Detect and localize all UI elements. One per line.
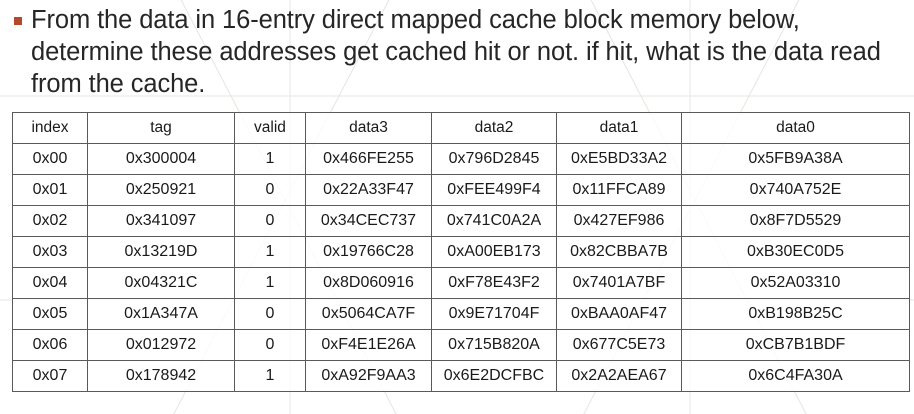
cell-data1: 0x7401A7BF [556, 267, 682, 299]
cell-data1: 0x82CBBA7B [556, 236, 682, 268]
cell-data0: 0xCB7B1BDF [681, 329, 910, 361]
table-row: 0x02 0x341097 0 0x34CEC737 0x741C0A2A 0x… [12, 205, 910, 237]
cell-valid: 0 [234, 174, 306, 206]
cell-data3: 0x34CEC737 [305, 205, 432, 237]
table-row: 0x01 0x250921 0 0x22A33F47 0xFEE499F4 0x… [12, 174, 910, 206]
cell-data1: 0xE5BD33A2 [556, 143, 682, 175]
table-header: index tag valid data3 data2 data1 data0 [12, 112, 910, 144]
table-row: 0x07 0x178942 1 0xA92F9AA3 0x6E2DCFBC 0x… [12, 360, 910, 392]
table-row: 0x05 0x1A347A 0 0x5064CA7F 0x9E71704F 0x… [12, 298, 910, 330]
cell-index: 0x05 [12, 298, 88, 330]
cell-data1: 0x427EF986 [556, 205, 682, 237]
cell-data0: 0x8F7D5529 [681, 205, 910, 237]
table-body: 0x00 0x300004 1 0x466FE255 0x796D2845 0x… [12, 143, 910, 392]
table-row: 0x00 0x300004 1 0x466FE255 0x796D2845 0x… [12, 143, 910, 175]
cell-data2: 0xFEE499F4 [431, 174, 557, 206]
cell-valid: 0 [234, 205, 306, 237]
cell-tag: 0x012972 [87, 329, 235, 361]
cell-data3: 0x22A33F47 [305, 174, 432, 206]
cell-index: 0x01 [12, 174, 88, 206]
cell-data2: 0x715B820A [431, 329, 557, 361]
cell-data0: 0x6C4FA30A [681, 360, 910, 392]
cell-data1: 0x11FFCA89 [556, 174, 682, 206]
cell-data3: 0x19766C28 [305, 236, 432, 268]
cell-index: 0x02 [12, 205, 88, 237]
cell-data0: 0x5FB9A38A [681, 143, 910, 175]
cell-tag: 0x04321C [87, 267, 235, 299]
cell-valid: 0 [234, 298, 306, 330]
cell-data2: 0x9E71704F [431, 298, 557, 330]
cell-tag: 0x1A347A [87, 298, 235, 330]
cell-data2: 0x6E2DCFBC [431, 360, 557, 392]
table-row: 0x04 0x04321C 1 0x8D060916 0xF78E43F2 0x… [12, 267, 910, 299]
cell-tag: 0x341097 [87, 205, 235, 237]
cache-block-memory-table: index tag valid data3 data2 data1 data0 … [12, 112, 910, 392]
cell-tag: 0x13219D [87, 236, 235, 268]
cell-data2: 0xF78E43F2 [431, 267, 557, 299]
cell-data3: 0x8D060916 [305, 267, 432, 299]
cell-data2: 0x796D2845 [431, 143, 557, 175]
cell-data1: 0x677C5E73 [556, 329, 682, 361]
cell-index: 0x04 [12, 267, 88, 299]
cell-valid: 1 [234, 143, 306, 175]
square-bullet-icon [14, 17, 22, 25]
cell-index: 0x07 [12, 360, 88, 392]
column-header-data2: data2 [431, 112, 557, 144]
column-header-tag: tag [87, 112, 235, 144]
column-header-valid: valid [234, 112, 306, 144]
column-header-data3: data3 [305, 112, 432, 144]
cell-tag: 0x250921 [87, 174, 235, 206]
cell-data3: 0xA92F9AA3 [305, 360, 432, 392]
table-row: 0x03 0x13219D 1 0x19766C28 0xA00EB173 0x… [12, 236, 910, 268]
cell-data1: 0x2A2AEA67 [556, 360, 682, 392]
cell-data3: 0xF4E1E26A [305, 329, 432, 361]
cell-data0: 0xB198B25C [681, 298, 910, 330]
cell-data3: 0x466FE255 [305, 143, 432, 175]
cell-data0: 0x52A03310 [681, 267, 910, 299]
cache-table-container: index tag valid data3 data2 data1 data0 … [12, 112, 910, 392]
table-header-row: index tag valid data3 data2 data1 data0 [12, 112, 910, 144]
cell-data2: 0x741C0A2A [431, 205, 557, 237]
bullet-paragraph: From the data in 16-entry direct mapped … [14, 4, 900, 100]
cell-data0: 0xB30EC0D5 [681, 236, 910, 268]
column-header-data1: data1 [556, 112, 682, 144]
cell-tag: 0x300004 [87, 143, 235, 175]
cell-valid: 0 [234, 329, 306, 361]
column-header-index: index [12, 112, 88, 144]
cell-valid: 1 [234, 360, 306, 392]
cell-index: 0x03 [12, 236, 88, 268]
cell-valid: 1 [234, 267, 306, 299]
cell-data3: 0x5064CA7F [305, 298, 432, 330]
column-header-data0: data0 [681, 112, 910, 144]
prompt-text: From the data in 16-entry direct mapped … [31, 6, 881, 98]
cell-data2: 0xA00EB173 [431, 236, 557, 268]
cell-index: 0x06 [12, 329, 88, 361]
cell-index: 0x00 [12, 143, 88, 175]
cell-tag: 0x178942 [87, 360, 235, 392]
cell-valid: 1 [234, 236, 306, 268]
cell-data0: 0x740A752E [681, 174, 910, 206]
cell-data1: 0xBAA0AF47 [556, 298, 682, 330]
table-row: 0x06 0x012972 0 0xF4E1E26A 0x715B820A 0x… [12, 329, 910, 361]
